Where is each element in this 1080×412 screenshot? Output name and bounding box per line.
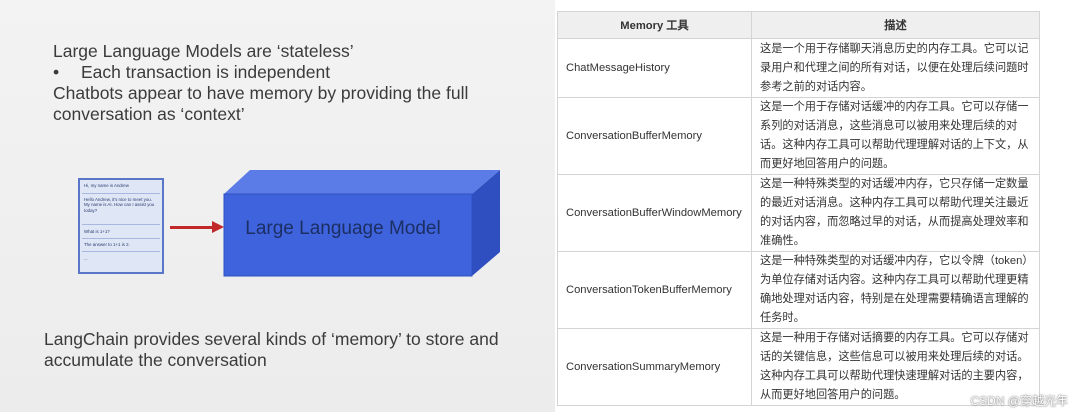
llm-label: Large Language Model: [245, 218, 441, 239]
table-row: ConversationBufferWindowMemory 这是一种特殊类型的…: [557, 174, 1040, 252]
table-row: ConversationTokenBufferMemory 这是一种特殊类型的对…: [557, 251, 1040, 329]
slide-line-langchain: LangChain provides several kinds of ‘mem…: [44, 329, 499, 370]
csdn-watermark: CSDN @穿越光年: [970, 394, 1068, 408]
chat-divider: [82, 224, 160, 225]
chat-line: What is 1+1?: [84, 229, 110, 234]
table-row: ConversationBufferMemory 这是一个用于存储对话缓冲的内存…: [557, 97, 1040, 175]
memory-desc-cell: 这是一个用于存储对话缓冲的内存工具。它可以存储一系列的对话消息，这些消息可以被用…: [751, 97, 1040, 175]
llm-box-top: [224, 170, 500, 194]
llm-box-front: [223, 193, 473, 277]
memory-name-cell: ChatMessageHistory: [557, 38, 752, 98]
memory-desc-cell: 这是一种用于存储对话摘要的内存工具。它可以存储对话的关键信息，这些信息可以被用来…: [751, 328, 1040, 406]
memory-tools-table: Memory 工具 描述 ChatMessageHistory 这是一个用于存储…: [557, 11, 1040, 406]
chat-divider: [82, 238, 160, 239]
bullet-glyph: •: [53, 62, 60, 82]
table-row: ChatMessageHistory 这是一个用于存储聊天消息历史的内存工具。它…: [557, 38, 1040, 98]
arrow-shaft: [170, 226, 218, 229]
chat-line: The answer to 1+1 is 2.: [84, 242, 130, 247]
memory-name-cell: ConversationSummaryMemory: [557, 328, 752, 406]
chat-line: Hello Andrew, it's nice to meet you. My …: [84, 197, 155, 213]
slide-bullet-line: • Each transaction is independent: [53, 62, 330, 83]
chat-divider: [82, 193, 160, 194]
header-description: 描述: [751, 11, 1040, 39]
slide-bullet-text: Each transaction is independent: [81, 62, 331, 82]
table-row: ConversationSummaryMemory 这是一种用于存储对话摘要的内…: [557, 328, 1040, 406]
memory-name-cell: ConversationBufferMemory: [557, 97, 752, 175]
memory-desc-cell: 这是一种特殊类型的对话缓冲内存，它只存储一定数量的最近对话消息。这种内存工具可以…: [751, 174, 1040, 252]
memory-desc-cell: 这是一种特殊类型的对话缓冲内存，它以令牌（token）为单位存储对话内容。这种内…: [751, 251, 1040, 329]
chat-divider: [82, 251, 160, 252]
arrow-head-icon: [212, 221, 224, 233]
memory-desc-cell: 这是一个用于存储聊天消息历史的内存工具。它可以记录用户和代理之间的所有对话，以便…: [751, 38, 1040, 98]
llm-box-side: [472, 170, 500, 276]
slide-panel: Large Language Models are ‘stateless’ • E…: [0, 0, 555, 412]
memory-name-cell: ConversationBufferWindowMemory: [557, 174, 752, 252]
chat-line: ...: [84, 256, 88, 261]
memory-name-cell: ConversationTokenBufferMemory: [557, 251, 752, 329]
llm-box-3d: [223, 170, 500, 277]
slide-line-stateless: Large Language Models are ‘stateless’: [53, 41, 354, 61]
chat-transcript-card: Hi, my name is Andrew Hello Andrew, it's…: [78, 178, 164, 274]
slide-line-chatbots: Chatbots appear to have memory by provid…: [53, 83, 469, 124]
table-header-row: Memory 工具 描述: [557, 11, 1040, 39]
header-memory-tool: Memory 工具: [557, 11, 752, 39]
chat-line: Hi, my name is Andrew: [84, 183, 129, 188]
